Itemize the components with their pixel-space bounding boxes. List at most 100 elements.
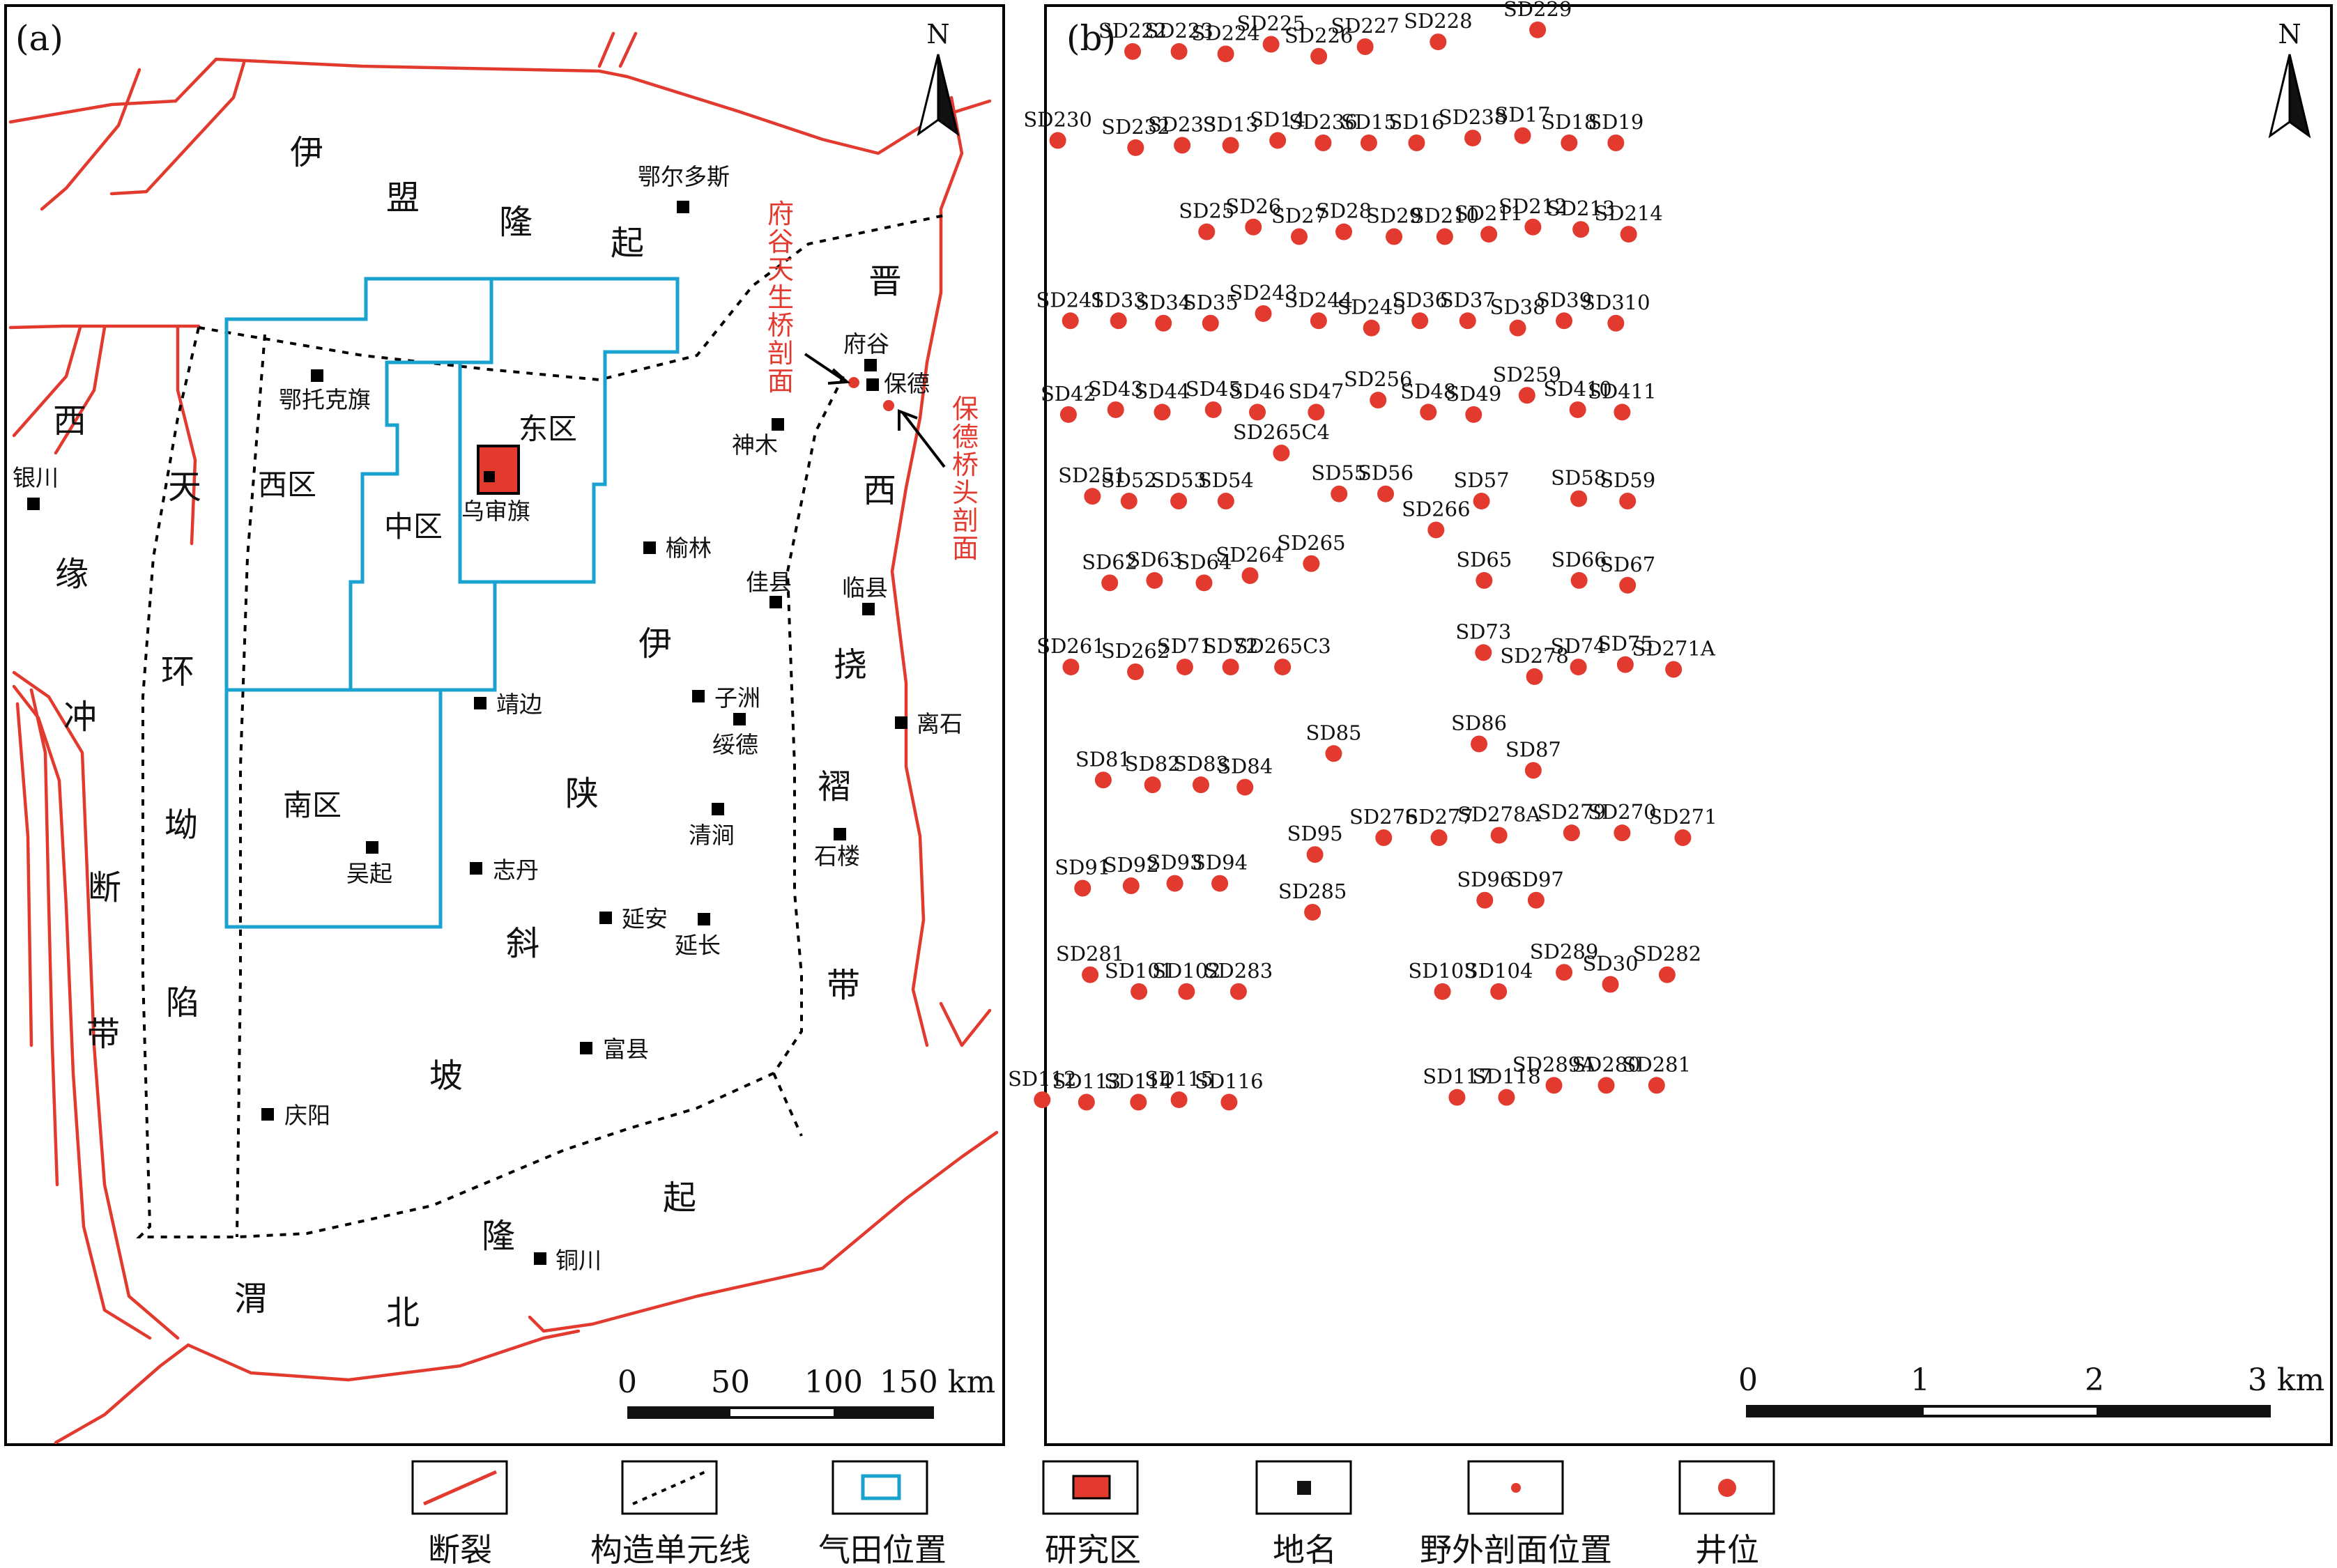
well-label: SD285 (1278, 879, 1347, 903)
legend-item-gasfield: 气田位置 (818, 1460, 947, 1568)
well-label: SD265C3 (1234, 634, 1331, 658)
well-label: SD75 (1597, 632, 1653, 656)
well-point (1408, 134, 1425, 151)
well-point (1563, 824, 1580, 842)
region-char: 伊 (638, 624, 672, 663)
section-label-char: 面 (767, 366, 794, 397)
well-label: SD49 (1446, 382, 1501, 406)
well-point (1229, 983, 1247, 1000)
well-point (1170, 1091, 1188, 1109)
section-label-char: 桥 (767, 310, 794, 341)
well-label: SD71 (1157, 634, 1213, 658)
well-label: SD245 (1337, 295, 1405, 319)
well-label: SD104 (1464, 959, 1533, 983)
fault-lines (8, 31, 999, 1445)
well-point (1198, 223, 1216, 240)
well-label: SD213 (1547, 197, 1615, 220)
well-point (1526, 668, 1543, 685)
place-jingbian: 靖边 (496, 691, 542, 718)
well-label: SD91 (1055, 856, 1110, 879)
region-char: 挠 (834, 645, 867, 684)
well-label: SD116 (1195, 1070, 1263, 1093)
well-point (1122, 877, 1140, 895)
place-qingjian: 清涧 (689, 822, 735, 849)
region-char: 盟 (386, 178, 420, 217)
well-label: SD223 (1144, 19, 1213, 43)
section-label-char: 剖 (767, 338, 794, 369)
well-point (1222, 137, 1239, 154)
well-point (1658, 966, 1676, 983)
well-point (1154, 403, 1171, 421)
wushen-marker (484, 471, 495, 482)
well-point (1471, 735, 1488, 753)
region-char: 坡 (429, 1056, 463, 1096)
well-label: SD42 (1041, 382, 1096, 406)
region-char: 隆 (499, 203, 532, 242)
well-label: SD48 (1400, 379, 1456, 403)
well-label: SD85 (1305, 721, 1361, 744)
region-char: 褶 (818, 767, 851, 806)
scale-tick: 0 (618, 1365, 637, 1400)
well-label: SD113 (1052, 1070, 1121, 1093)
well-label: SD243 (1229, 281, 1297, 305)
well-point (1131, 983, 1148, 1000)
well-label: SD114 (1104, 1070, 1172, 1093)
well-label: SD279 (1538, 800, 1606, 824)
well-point (1674, 829, 1692, 847)
well-label: SD54 (1198, 468, 1254, 492)
well-label: SD14 (1250, 108, 1305, 132)
well-label: SD271 (1648, 805, 1717, 829)
well-point (1107, 401, 1124, 418)
well-label: SD30 (1583, 952, 1639, 976)
panel-a-regional-map: (a) (4, 4, 1005, 1446)
well-point (1465, 406, 1482, 423)
legend-label: 地名 (1273, 1531, 1337, 1568)
well-label: SD112 (1008, 1067, 1076, 1091)
well-point (1078, 1093, 1095, 1111)
well-point (1062, 312, 1079, 330)
well-label: SD276 (1349, 805, 1418, 829)
study-symbol (1072, 1475, 1111, 1500)
well-label: SD261 (1036, 634, 1105, 658)
well-point (1476, 571, 1493, 589)
well-label: SD35 (1183, 291, 1239, 314)
place-baode: 保德 (884, 370, 930, 397)
zone-middle: 中区 (384, 509, 443, 544)
well-label: SD25 (1179, 199, 1234, 223)
well-label: SD102 (1152, 959, 1220, 983)
well-point (1241, 567, 1259, 584)
region-char: 陕 (565, 774, 599, 813)
well-point (1074, 879, 1091, 897)
legend-item-section: 野外剖面位置 (1420, 1460, 1612, 1568)
section-label-char: 生 (767, 282, 794, 313)
well-label: SD210 (1411, 204, 1479, 228)
well-point (1062, 659, 1080, 676)
well-label: SD36 (1392, 288, 1448, 312)
well-label: SD265C4 (1233, 420, 1330, 444)
region-char: 晋 (868, 262, 902, 301)
well-point (1370, 392, 1387, 409)
place-erdos: 鄂尔多斯 (638, 163, 730, 190)
well-point (1082, 966, 1099, 983)
well-label: SD87 (1505, 737, 1561, 761)
well-point (1211, 875, 1229, 892)
section-label-char: 天 (767, 254, 794, 285)
well-point (1202, 314, 1219, 332)
well-point (1127, 139, 1144, 156)
well-point (1569, 401, 1586, 418)
well-label: SD271A (1632, 637, 1715, 661)
well-label: SD52 (1101, 468, 1157, 492)
well-label: SD289 (1530, 939, 1598, 963)
region-char: 西 (53, 401, 86, 440)
well-point (1386, 228, 1403, 245)
place-zizhou: 子洲 (714, 684, 760, 712)
well-label: SD66 (1551, 548, 1607, 571)
baode-section-arrow (901, 411, 946, 468)
well-point (1570, 571, 1588, 589)
well-label: SD27 (1271, 204, 1327, 228)
well-label: SD227 (1331, 14, 1399, 38)
scale-tick: 0 (1738, 1362, 1758, 1398)
well-label: SD95 (1287, 822, 1343, 845)
